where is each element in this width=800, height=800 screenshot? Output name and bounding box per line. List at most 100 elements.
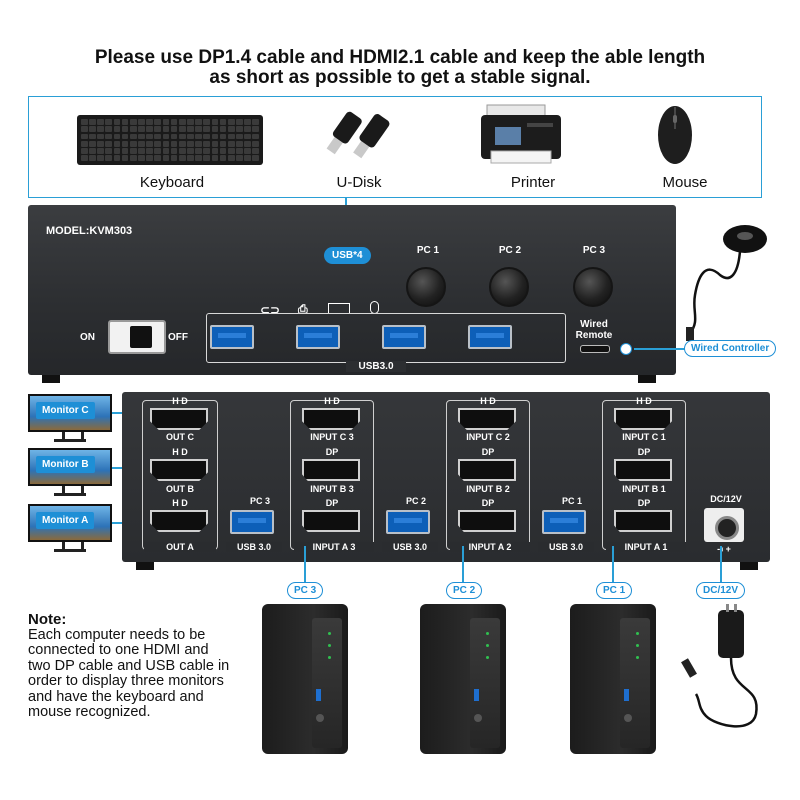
monitor-c: Monitor C [28, 394, 112, 442]
front-usb-port-2[interactable] [296, 325, 340, 349]
key [211, 140, 219, 147]
input-a1-dp-port[interactable] [614, 510, 672, 532]
key [138, 148, 145, 154]
key [113, 155, 121, 161]
key [97, 155, 104, 161]
power-adapter-icon [681, 604, 758, 728]
monitor-b: Monitor B [28, 448, 112, 496]
usb30-label: USB 3.0 [382, 542, 438, 552]
key [121, 126, 129, 132]
model-label: MODEL:KVM303 [46, 225, 133, 237]
front-usb-port-4[interactable] [468, 325, 512, 349]
dp-label: DP [637, 498, 651, 508]
key [138, 126, 145, 132]
input-b2-dp-port[interactable] [458, 459, 516, 481]
front-usb-port-3[interactable] [382, 325, 426, 349]
status-led [636, 632, 639, 635]
input-a2-label: INPUT A 2 [450, 542, 530, 552]
usb-port-icon [474, 689, 479, 701]
key [105, 119, 113, 125]
pc2-usb-label: PC 2 [405, 496, 426, 506]
key [227, 155, 235, 161]
input-a2-dp-port[interactable] [458, 510, 516, 532]
input-b3-dp-port[interactable] [302, 459, 360, 481]
usb-count-badge: USB*4 [324, 247, 371, 264]
key [178, 133, 186, 140]
status-led [486, 632, 489, 635]
key [227, 119, 235, 125]
key [162, 148, 170, 154]
key [89, 140, 96, 147]
key [252, 140, 259, 147]
key [203, 148, 211, 154]
key [178, 140, 186, 147]
pc3-usb-port[interactable] [230, 510, 274, 534]
power-switch[interactable] [108, 320, 166, 354]
dc-power-port[interactable] [704, 508, 744, 542]
input-a3-dp-port[interactable] [302, 510, 360, 532]
wired-remote-line-1: Wired [580, 319, 608, 330]
key [121, 140, 129, 147]
key [146, 119, 153, 125]
keyboard-icon [77, 115, 263, 165]
key [146, 140, 153, 147]
pc1-usb-port[interactable] [542, 510, 586, 534]
front-usb-port-1[interactable] [210, 325, 254, 349]
out-c-label: OUT C [166, 432, 194, 442]
input-c1-label: INPUT C 1 [622, 432, 666, 442]
headline: Please use DP1.4 cable and HDMI2.1 cable… [0, 48, 800, 88]
key [211, 155, 219, 161]
pc1-usb-label: PC 1 [561, 496, 582, 506]
pc2-button[interactable] [489, 267, 529, 307]
wired-remote-port[interactable] [580, 345, 610, 353]
connector-line [634, 348, 686, 350]
key [187, 148, 194, 154]
hd-label: H D [172, 447, 188, 457]
input-c1-hdmi-port[interactable] [614, 408, 672, 430]
input-b1-dp-port[interactable] [614, 459, 672, 481]
key [187, 119, 194, 125]
key [195, 155, 202, 161]
dp-label: DP [481, 447, 495, 457]
printer-small-icon: ⎙ [298, 302, 308, 316]
wired-controller-badge: Wired Controller [684, 340, 777, 357]
pc1-button[interactable] [406, 267, 446, 307]
status-led [636, 656, 639, 659]
key [211, 133, 219, 140]
key [113, 140, 121, 147]
out-c-hdmi-port[interactable] [150, 408, 208, 430]
key [146, 148, 153, 154]
hd-label: H D [172, 396, 188, 406]
key [105, 148, 113, 154]
key [244, 155, 251, 161]
input-c2-hdmi-port[interactable] [458, 408, 516, 430]
pc3-button-label: PC 3 [582, 245, 606, 256]
dp-label: DP [325, 498, 339, 508]
key [113, 148, 121, 154]
usb30-label: USB 3.0 [538, 542, 594, 552]
out-a-hdmi-port[interactable] [150, 510, 208, 532]
key [170, 126, 178, 132]
hd-label: H D [636, 396, 652, 406]
key [154, 133, 162, 140]
status-led [636, 644, 639, 647]
key [244, 119, 251, 125]
input-b3-label: INPUT B 3 [310, 484, 354, 494]
pc2-usb-port[interactable] [386, 510, 430, 534]
key [121, 148, 129, 154]
key [236, 148, 243, 154]
key [113, 126, 121, 132]
key [170, 148, 178, 154]
key [236, 126, 243, 132]
pc1-button-label: PC 1 [416, 245, 440, 256]
key [89, 148, 96, 154]
usb30-label: USB3.0 [346, 361, 406, 372]
key [170, 155, 178, 161]
key [105, 140, 113, 147]
out-b-hdmi-port[interactable] [150, 459, 208, 481]
dp-label: DP [325, 447, 339, 457]
key [129, 140, 137, 147]
pc3-button[interactable] [573, 267, 613, 307]
input-c3-hdmi-port[interactable] [302, 408, 360, 430]
key [162, 140, 170, 147]
